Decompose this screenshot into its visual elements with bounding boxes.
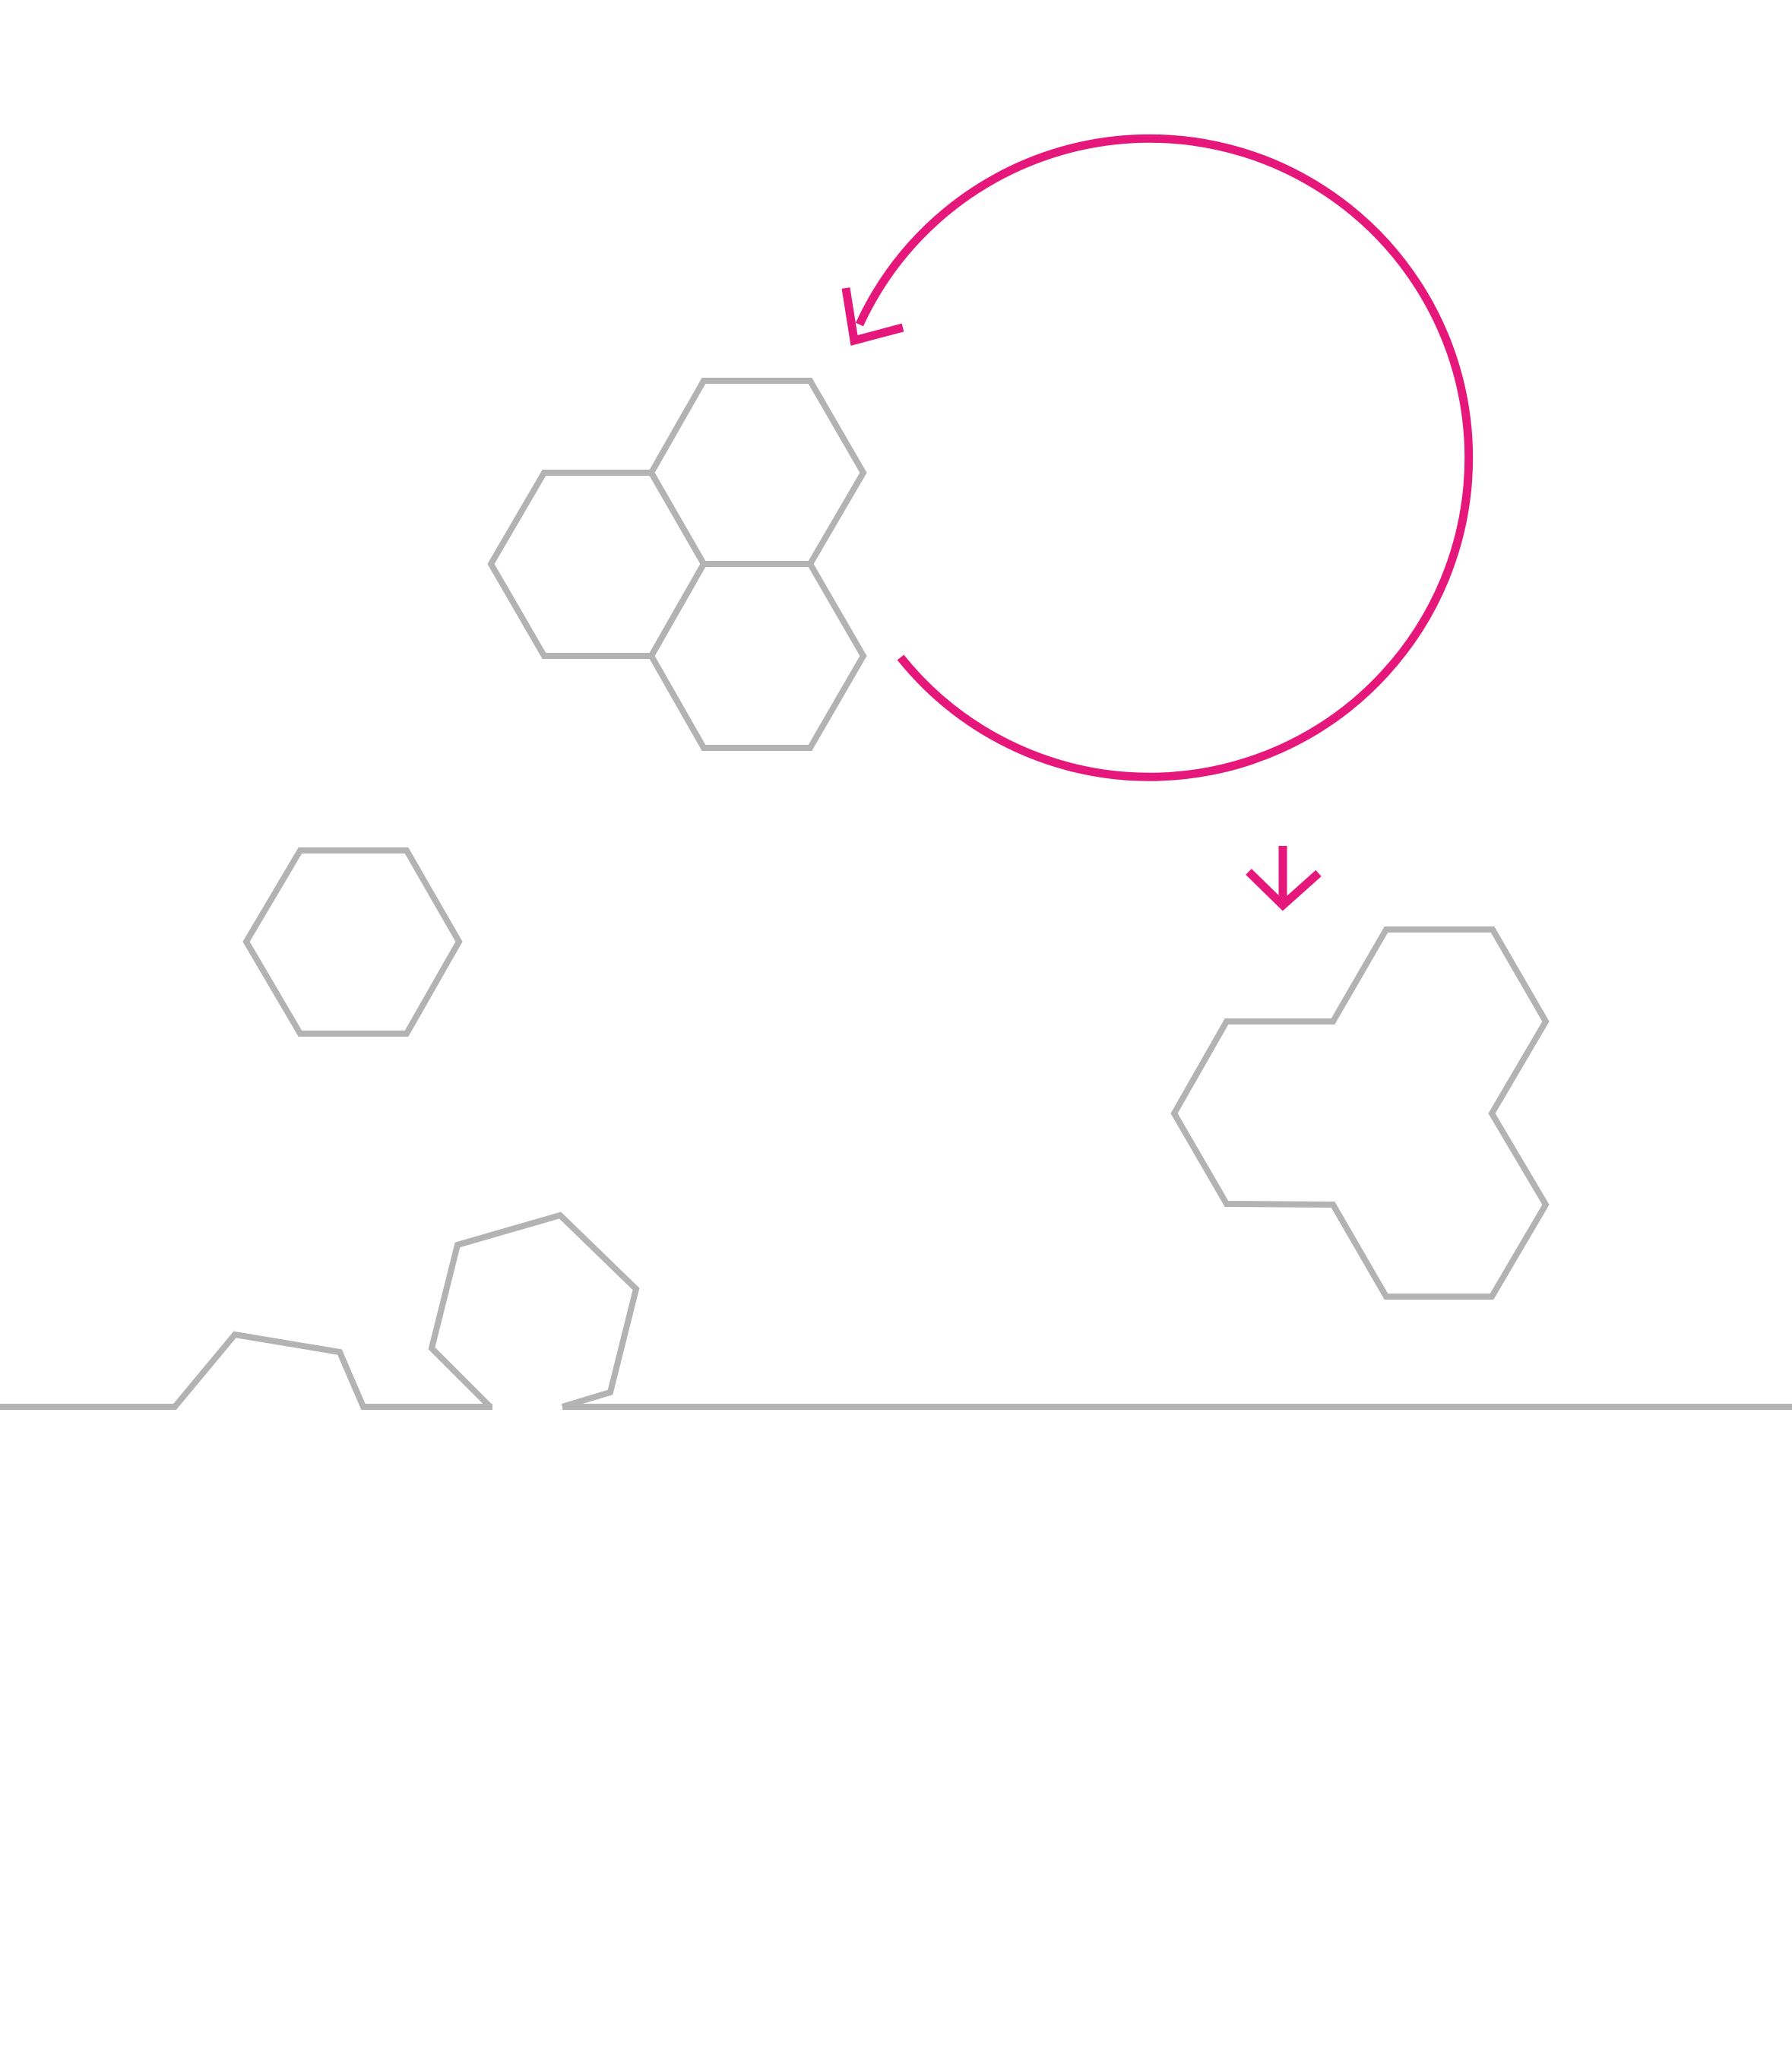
- ground-segment-left: [0, 1331, 492, 1410]
- down-arrow-icon: [1246, 846, 1322, 911]
- circular-arrow-icon: [841, 134, 1474, 781]
- drop-arrow-head: [1246, 869, 1322, 911]
- rotation-arrowhead: [841, 287, 904, 346]
- rotation-arc: [856, 134, 1474, 781]
- ground-line: [0, 1211, 1792, 1410]
- merged-tri-hex-outline: [1170, 926, 1550, 1300]
- tri-hex-cluster: [487, 378, 867, 751]
- broken-hexagon: [428, 1211, 640, 1410]
- cluster-hex-bottom: [647, 561, 867, 751]
- single-hexagon: [242, 847, 463, 1037]
